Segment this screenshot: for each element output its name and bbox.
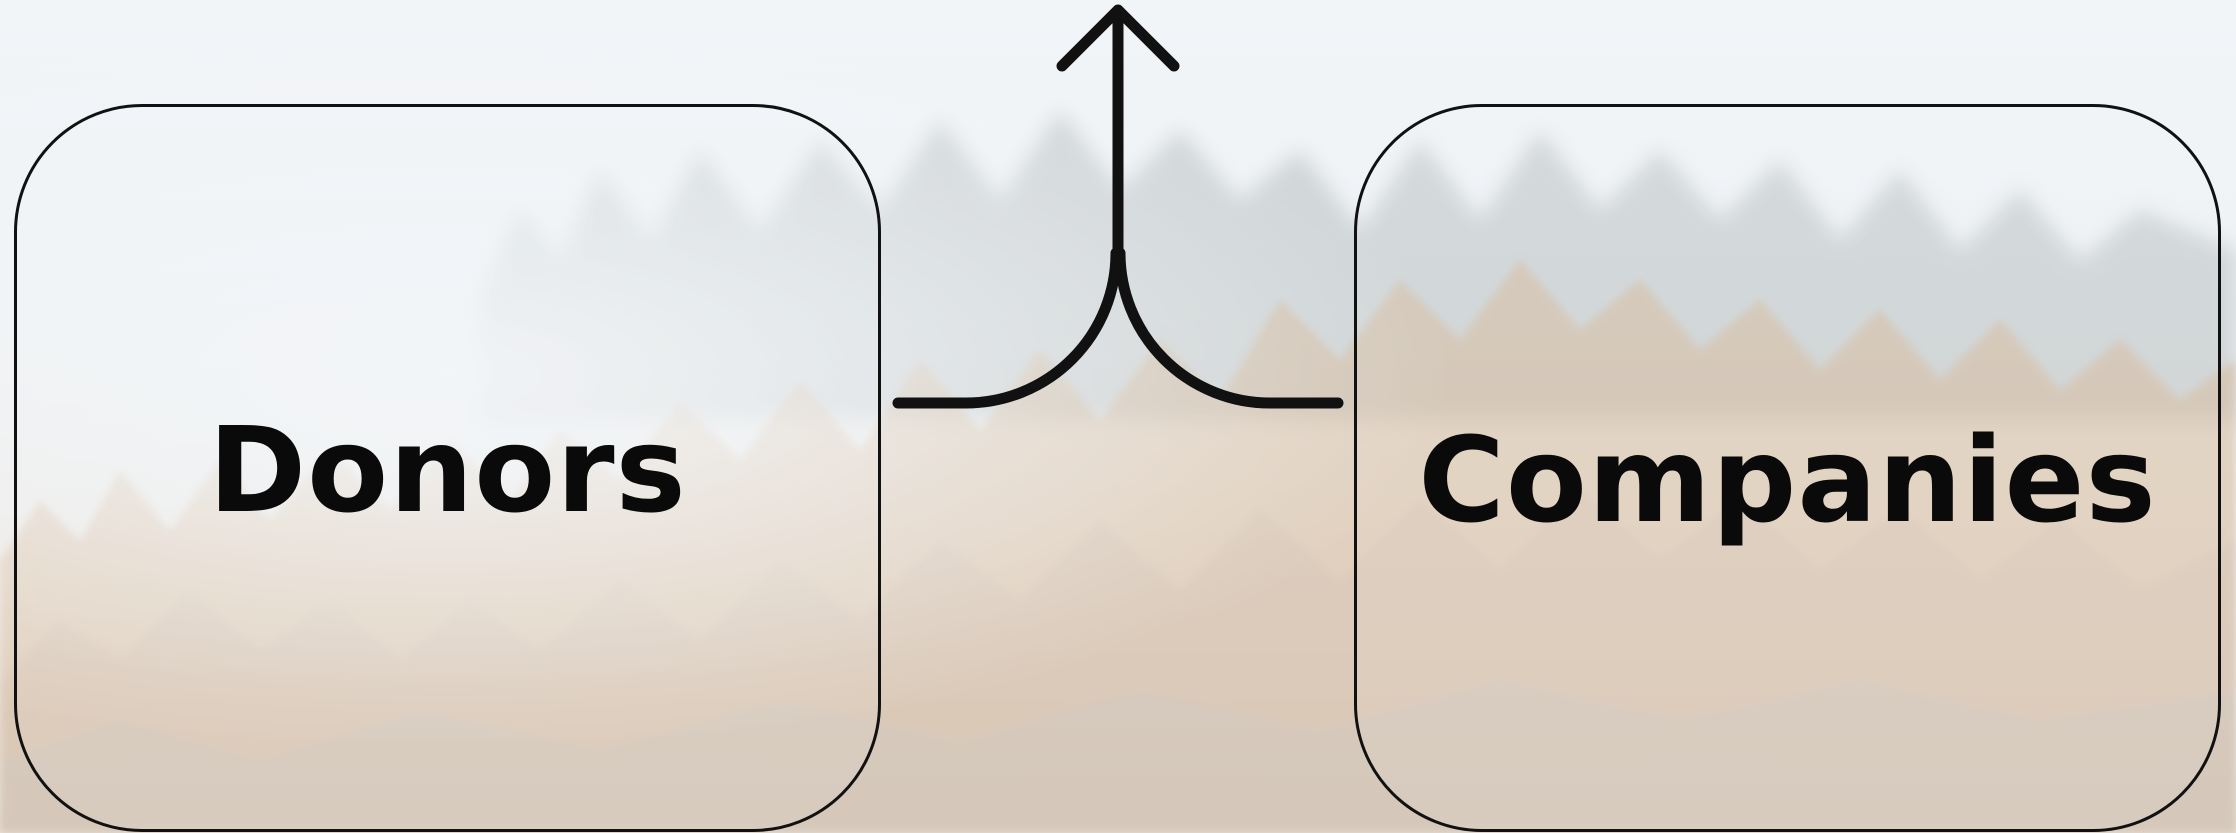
merge-arrow-right-branch [1120,253,1338,403]
merge-arrow-left-branch [898,253,1116,403]
